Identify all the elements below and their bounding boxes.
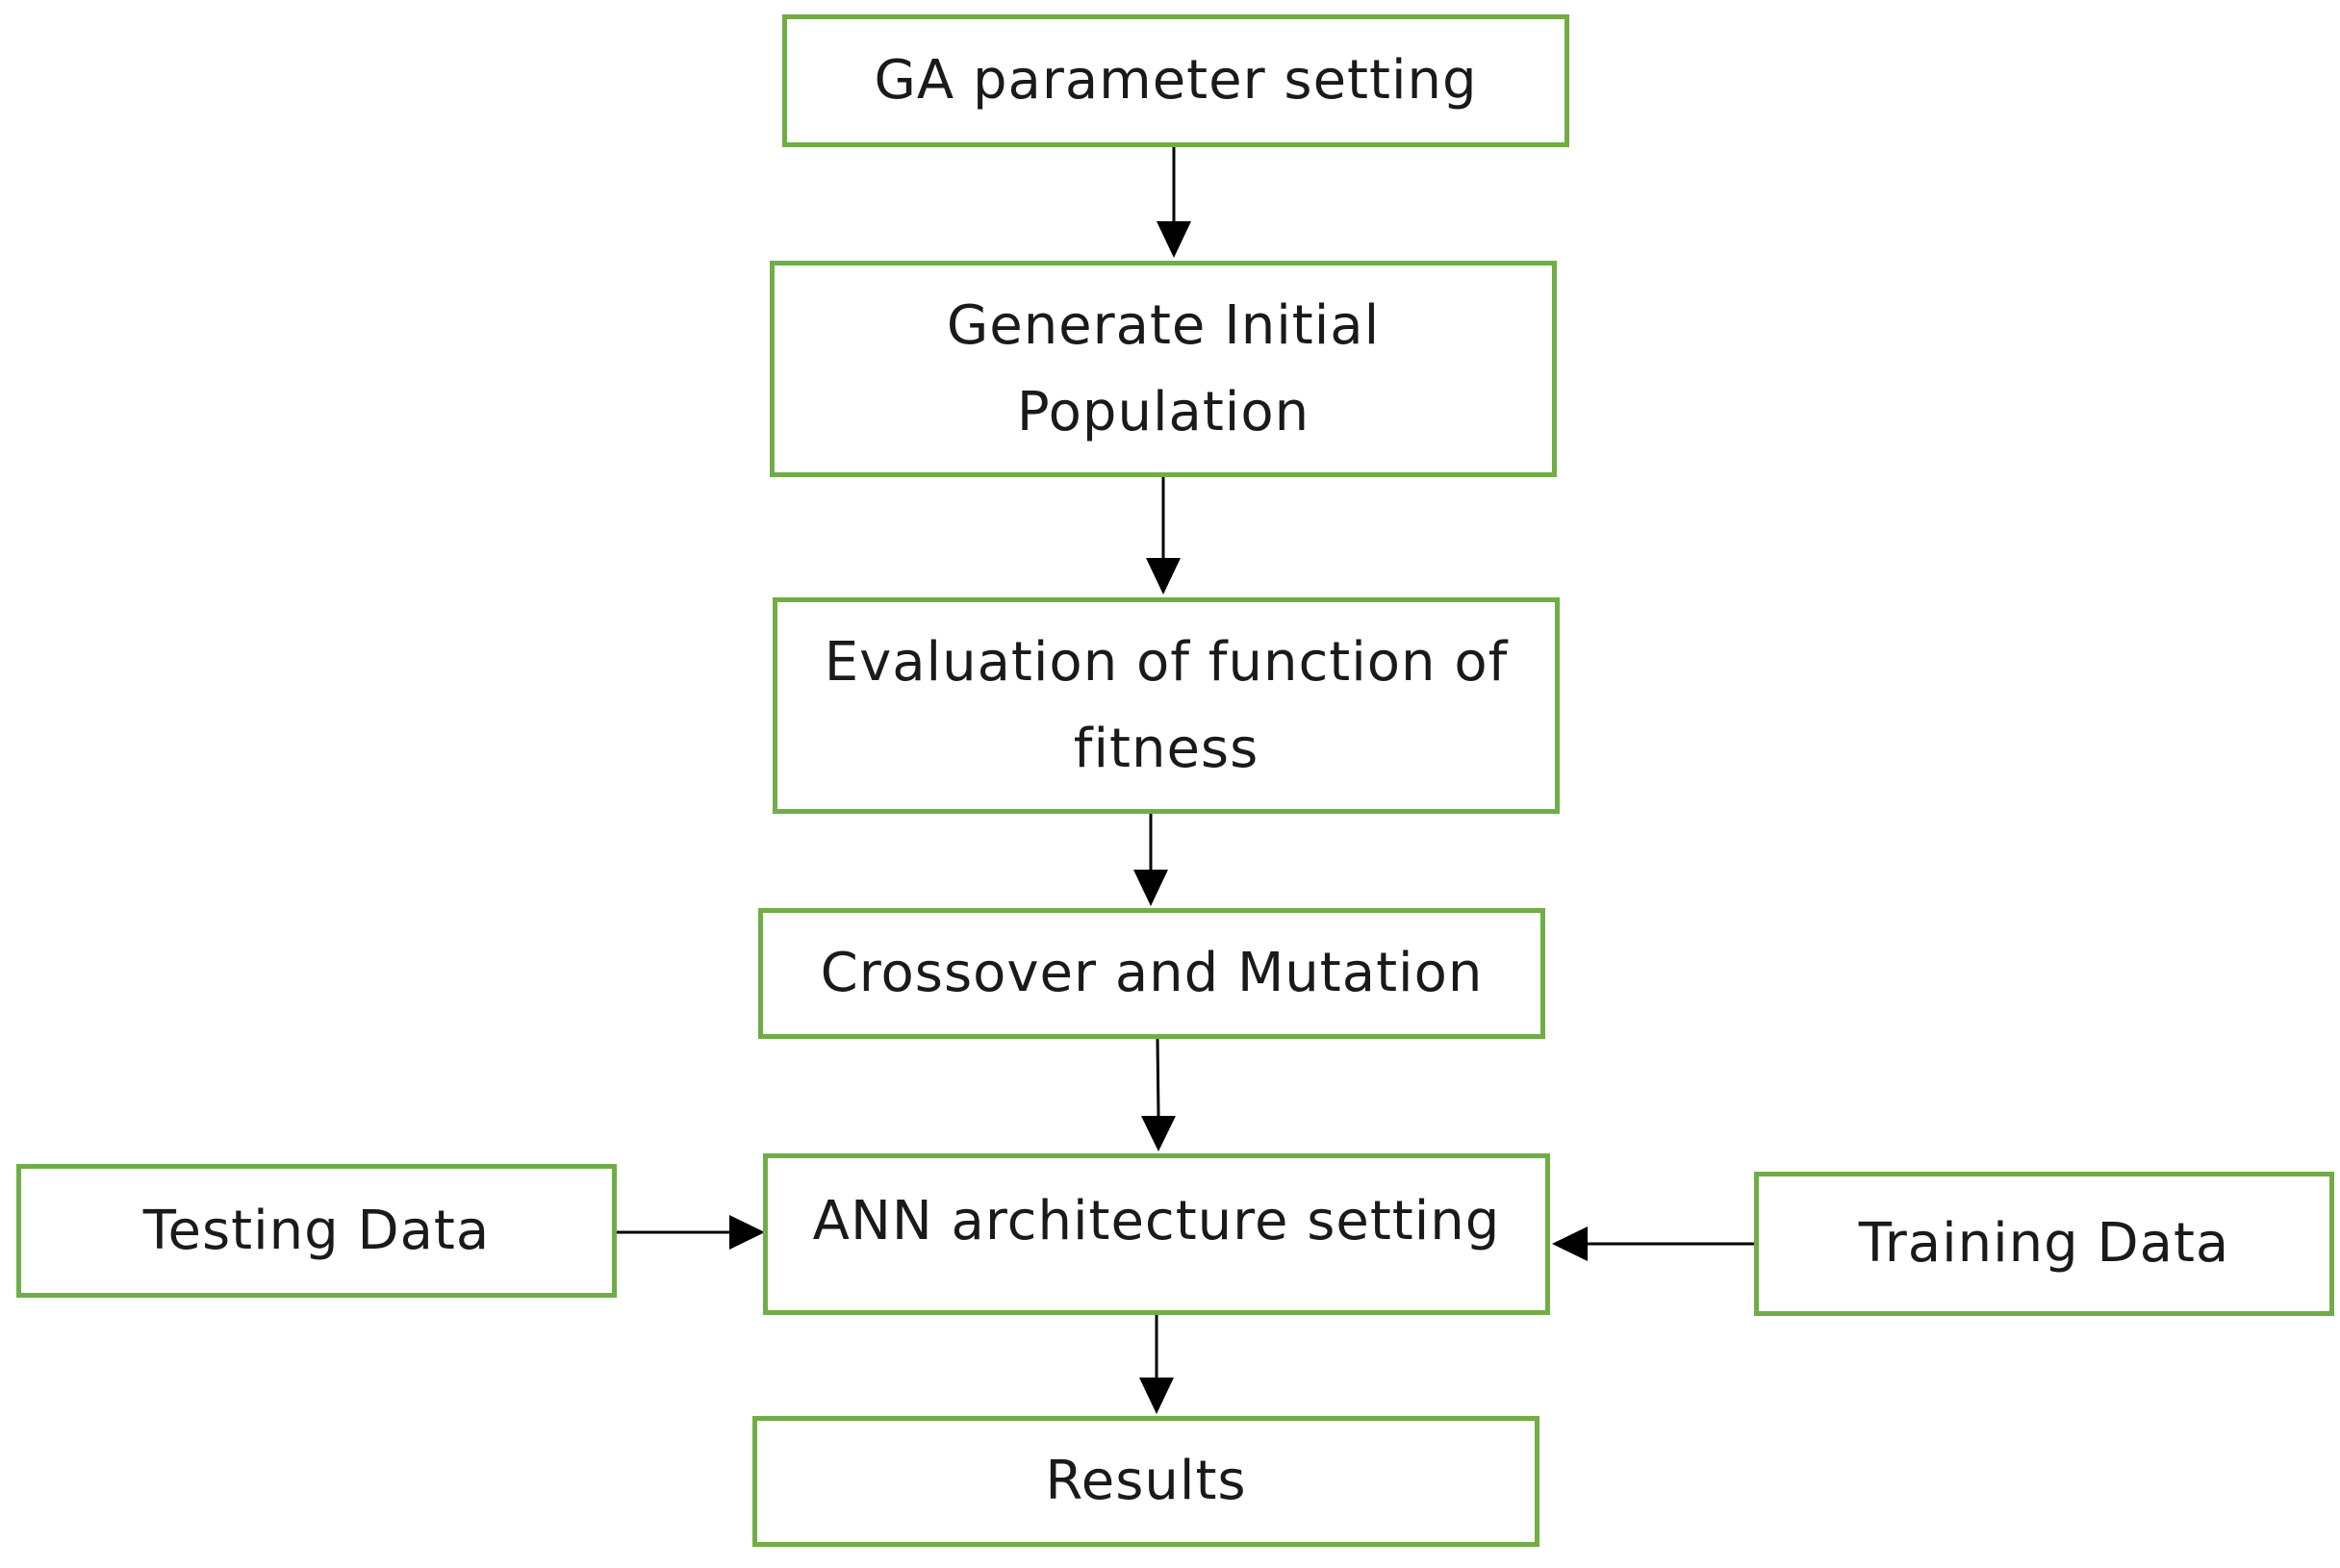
ann-architecture-setting-box: ANN architecture setting — [763, 1153, 1550, 1315]
ga-parameter-setting-box: GA parameter setting — [782, 14, 1569, 147]
arrowhead-ga-to-init — [1157, 221, 1191, 258]
training-data-box: Training Data — [1754, 1172, 2334, 1316]
arrowhead-testing-to-ann — [729, 1215, 765, 1250]
evaluation-of-fitness-label-line1: Evaluation of function of — [824, 630, 1509, 694]
crossover-and-mutation-label: Crossover and Mutation — [820, 942, 1484, 1005]
training-data-label: Training Data — [1858, 1212, 2230, 1276]
ann-architecture-setting-label: ANN architecture setting — [812, 1190, 1501, 1253]
arrowhead-cross-to-ann — [1141, 1116, 1176, 1151]
ga-parameter-setting-label: GA parameter setting — [874, 49, 1478, 113]
arrowhead-init-to-eval — [1146, 558, 1181, 594]
evaluation-of-fitness-box: Evaluation of function of fitness — [773, 597, 1560, 814]
results-label: Results — [1045, 1450, 1247, 1513]
testing-data-label: Testing Data — [142, 1199, 491, 1262]
results-box: Results — [752, 1416, 1539, 1547]
generate-initial-population-box: Generate Initial Population — [770, 261, 1557, 477]
arrow-cross-to-ann — [1156, 1038, 1160, 1117]
arrowhead-training-to-ann — [1552, 1227, 1588, 1261]
generate-initial-population-label-line1: Generate Initial — [946, 293, 1381, 357]
evaluation-of-fitness-label-line2: fitness — [1073, 717, 1259, 780]
arrowhead-eval-to-cross — [1133, 870, 1168, 906]
arrowhead-ann-to-results — [1139, 1378, 1174, 1414]
crossover-and-mutation-box: Crossover and Mutation — [758, 908, 1545, 1039]
testing-data-box: Testing Data — [16, 1164, 617, 1298]
generate-initial-population-label-line2: Population — [1016, 380, 1310, 443]
